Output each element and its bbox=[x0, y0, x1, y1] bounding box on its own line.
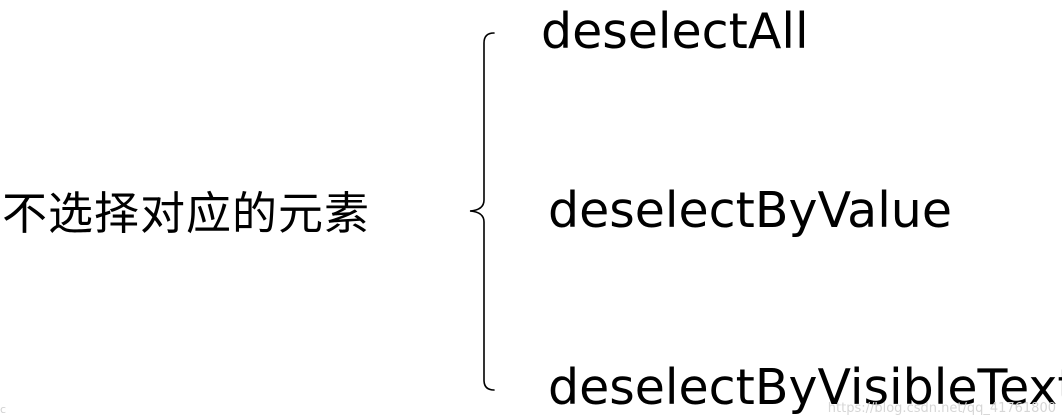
brace-path bbox=[469, 32, 495, 391]
method-deselect-by-value: deselectByValue bbox=[548, 182, 953, 239]
method-deselect-by-visible-text: deselectByVisibleText bbox=[548, 359, 1062, 416]
watermark-url: https://blog.csdn.net/qq_41761800 bbox=[827, 401, 1056, 416]
corner-mark: c bbox=[0, 403, 7, 416]
method-deselect-all: deselectAll bbox=[541, 3, 809, 60]
root-label: 不选择对应的元素 bbox=[2, 187, 371, 240]
